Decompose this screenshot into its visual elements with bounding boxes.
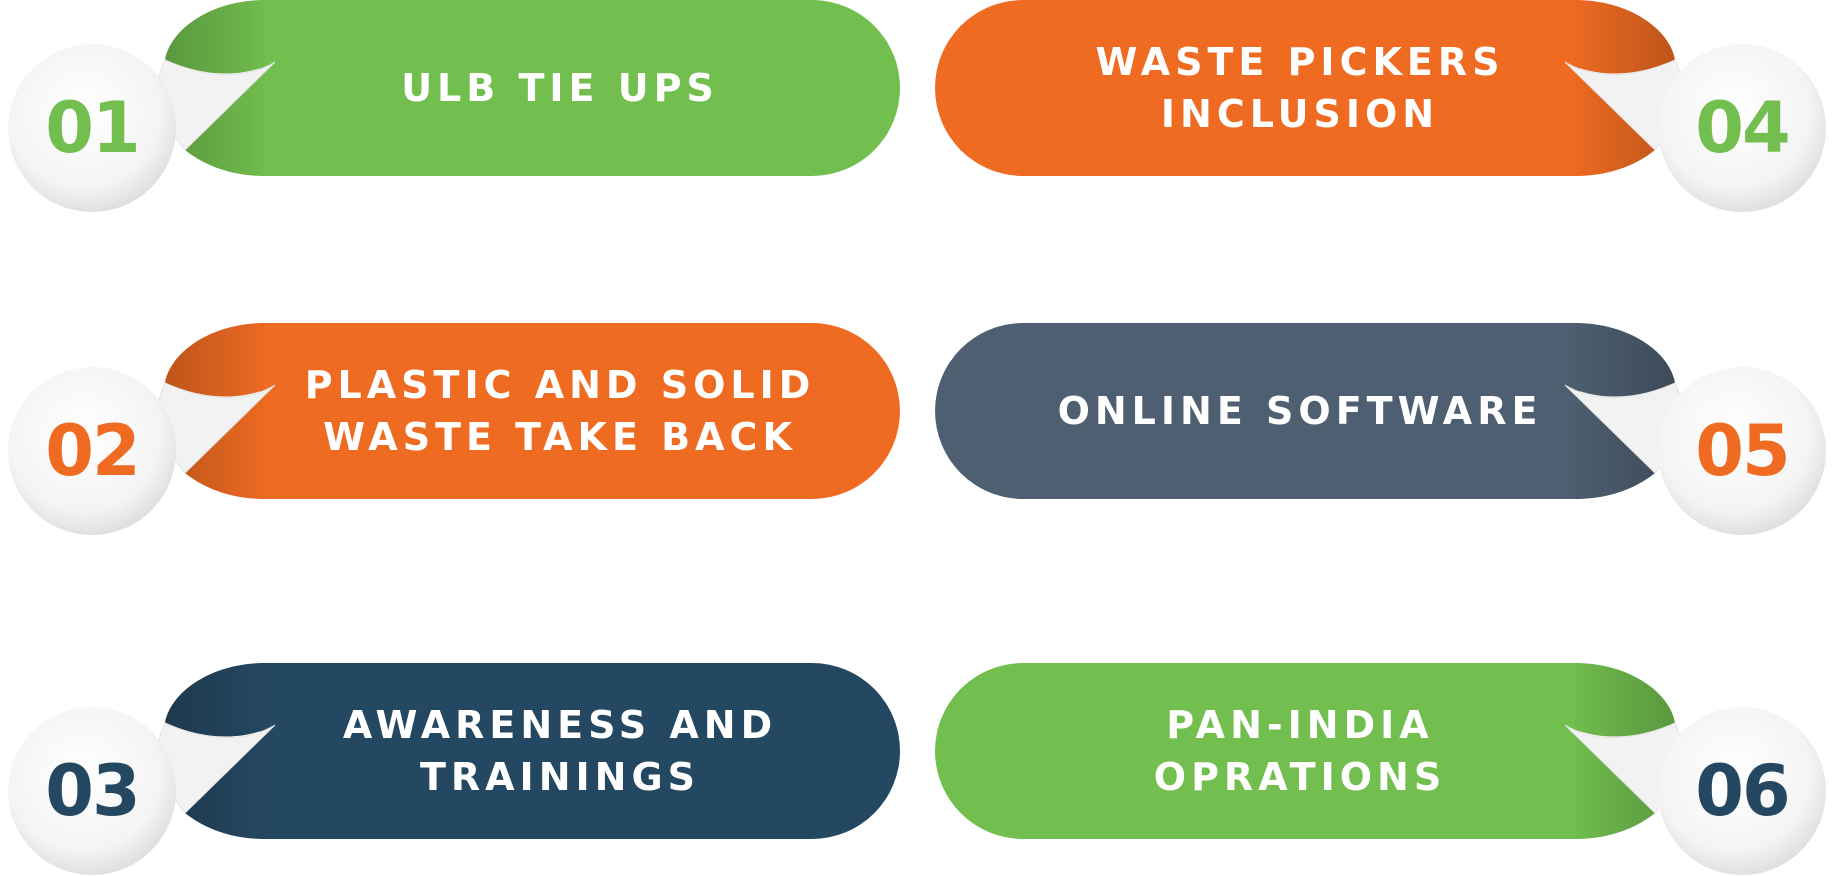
step-pill-curl-shade <box>1565 323 1675 499</box>
step-04 <box>935 0 1826 212</box>
step-pill-curl-shade <box>165 0 275 176</box>
step-pill <box>260 663 900 839</box>
step-05 <box>935 323 1826 535</box>
step-number-circle <box>1658 367 1826 535</box>
step-label: PLASTIC AND SOLID WASTE TAKE BACK <box>230 323 890 499</box>
step-pill <box>260 323 900 499</box>
step-label-line: INCLUSION <box>1160 92 1440 136</box>
step-pill-curl-shade <box>1565 0 1675 176</box>
step-pill-curl-shade <box>165 663 275 839</box>
step-number: 04 <box>1695 87 1790 169</box>
step-label-line: PLASTIC AND SOLID <box>304 363 816 407</box>
step-label: ONLINE SOFTWARE <box>940 323 1660 499</box>
step-03 <box>8 663 900 875</box>
step-01 <box>8 0 900 212</box>
step-number-circle <box>8 44 176 212</box>
step-label: ULB TIE UPS <box>230 0 890 176</box>
step-label-line: AWARENESS AND <box>342 703 778 747</box>
step-number-circle <box>1658 707 1826 875</box>
step-label-line: ULB TIE UPS <box>401 66 719 110</box>
step-number-circle <box>8 367 176 535</box>
step-number: 06 <box>1695 750 1790 832</box>
step-pill <box>935 663 1580 839</box>
step-label-line: ONLINE SOFTWARE <box>1057 389 1543 433</box>
step-pill <box>935 0 1580 176</box>
step-02 <box>8 323 900 535</box>
step-label-line: WASTE TAKE BACK <box>323 415 797 459</box>
step-label: AWARENESS AND TRAININGS <box>230 663 890 839</box>
step-number: 01 <box>45 87 140 169</box>
step-label: PAN-INDIA OPRATIONS <box>940 663 1660 839</box>
step-number: 03 <box>45 750 140 832</box>
step-number: 05 <box>1695 410 1790 492</box>
step-label: WASTE PICKERS INCLUSION <box>940 0 1660 176</box>
step-label-line: PAN-INDIA <box>1166 703 1434 747</box>
step-pill-curl-shade <box>165 323 275 499</box>
step-pill <box>935 323 1580 499</box>
step-pill <box>260 0 900 176</box>
step-number-circle <box>1658 44 1826 212</box>
step-06 <box>935 663 1826 875</box>
step-number-circle <box>8 707 176 875</box>
step-pill-curl-shade <box>1565 663 1675 839</box>
step-label-line: WASTE PICKERS <box>1095 40 1505 84</box>
step-label-line: OPRATIONS <box>1153 755 1447 799</box>
step-number: 02 <box>45 410 140 492</box>
step-label-line: TRAININGS <box>419 755 701 799</box>
